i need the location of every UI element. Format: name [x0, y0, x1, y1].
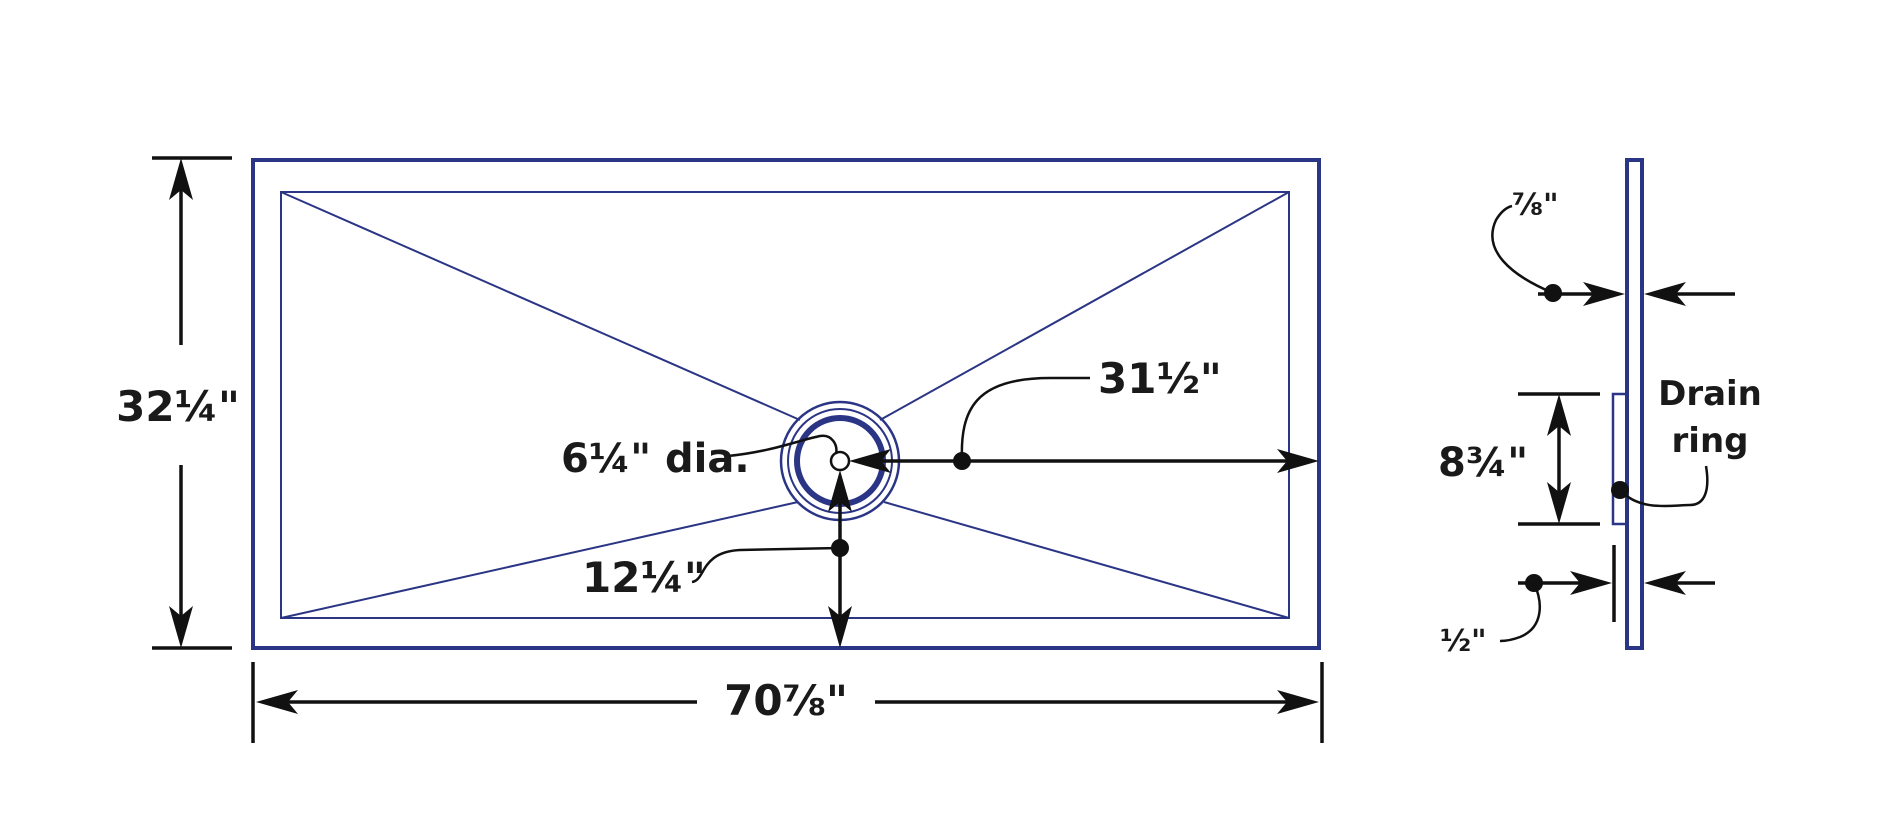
width-label: 70⅞" — [724, 676, 848, 725]
slope-line-bottom-left — [280, 501, 799, 619]
arrowhead-right — [1277, 449, 1319, 473]
drain-ring-callout: Drain ring — [1611, 374, 1762, 508]
drain-ring-label-line1: Drain — [1658, 374, 1762, 414]
leader-line — [691, 546, 841, 584]
depth-label: 32¼" — [116, 382, 240, 431]
leader-line — [1619, 465, 1709, 508]
drain-diameter-callout: 6¼" dia. — [561, 434, 838, 482]
drain-to-end-label: 31½" — [1098, 354, 1222, 403]
leader-line — [727, 434, 838, 458]
drain-to-front-label: 12¼" — [582, 553, 706, 602]
side-view: ⅞" 8¾" Drain ring ½" — [1438, 158, 1762, 659]
drain-center-point — [829, 450, 851, 472]
drain-to-end-dimension: 31½" — [849, 354, 1319, 473]
arrowhead-up — [169, 158, 193, 200]
arrowhead-left — [256, 690, 298, 714]
slope-line-bottom-right — [883, 501, 1290, 619]
leader-line — [1491, 204, 1554, 295]
plan-view: 32¼" 70⅞" 31½" 12¼" — [116, 156, 1324, 743]
thickness-dimension: ⅞" — [1491, 188, 1735, 306]
arrowhead-right — [1277, 690, 1319, 714]
arrowhead-left — [849, 449, 891, 473]
depth-dimension: 32¼" — [116, 156, 240, 650]
pan-outer-outline — [251, 158, 1321, 650]
drain-ring-height-label: 8¾" — [1438, 440, 1528, 486]
slope-line-top-left — [280, 191, 801, 421]
pan-inner-outline — [280, 191, 1290, 619]
arrowhead-down — [169, 606, 193, 648]
arrowhead-down — [828, 606, 852, 648]
ring-projection-label: ½" — [1440, 624, 1487, 659]
leader-line — [1499, 582, 1541, 643]
slope-line-top-right — [879, 191, 1290, 421]
drain-diameter-label: 6¼" dia. — [561, 436, 750, 482]
thickness-label: ⅞" — [1512, 188, 1559, 223]
width-dimension: 70⅞" — [251, 662, 1324, 743]
pan-profile — [1625, 158, 1644, 650]
leader-line — [960, 376, 1090, 462]
ring-projection-dimension: ½" — [1440, 545, 1715, 659]
drain-ring-height-dimension: 8¾" — [1438, 392, 1600, 526]
drain-to-front-dimension: 12¼" — [582, 470, 852, 648]
drain-ring-label-line2: ring — [1672, 421, 1749, 461]
drain-ring-profile — [1611, 392, 1629, 526]
arrowhead-up — [828, 470, 852, 512]
